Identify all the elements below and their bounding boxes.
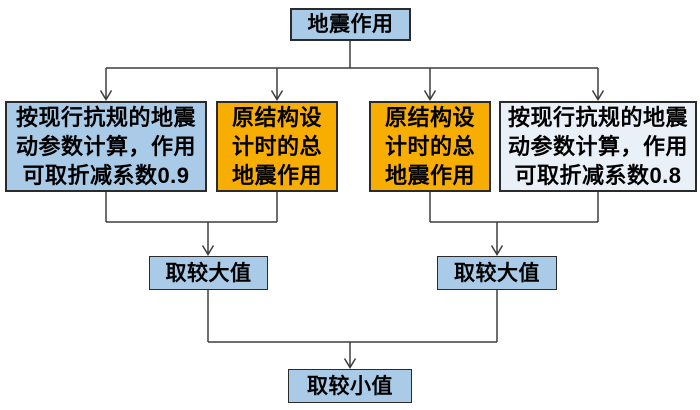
node-original-design-total-left: 原结构设 计时的总 地震作用 (216, 101, 338, 192)
node-seismic-action: 地震作用 (290, 8, 411, 41)
connector-merge-bottom (207, 290, 498, 369)
node-current-code-reduction-0-9: 按现行抗规的地震 动参数计算，作用 可取折减系数0.9 (5, 101, 207, 192)
arrowhead (99, 90, 113, 101)
connector-top-split (99, 41, 605, 101)
node-original-design-total-right: 原结构设 计时的总 地震作用 (369, 101, 491, 192)
connector-merge-left (105, 192, 278, 256)
node-current-code-reduction-0-8: 按现行抗规的地震 动参数计算，作用 可取折减系数0.8 (499, 101, 697, 192)
node-take-smaller: 取较小值 (288, 369, 412, 403)
node-take-larger-left: 取较大值 (149, 256, 268, 290)
arrowhead (343, 358, 357, 369)
arrowhead (270, 90, 284, 101)
connector-merge-right (429, 192, 599, 256)
node-take-larger-right: 取较大值 (437, 256, 557, 290)
arrowhead (201, 245, 215, 256)
arrowhead (490, 245, 504, 256)
arrowhead (423, 90, 437, 101)
arrowhead (591, 90, 605, 101)
